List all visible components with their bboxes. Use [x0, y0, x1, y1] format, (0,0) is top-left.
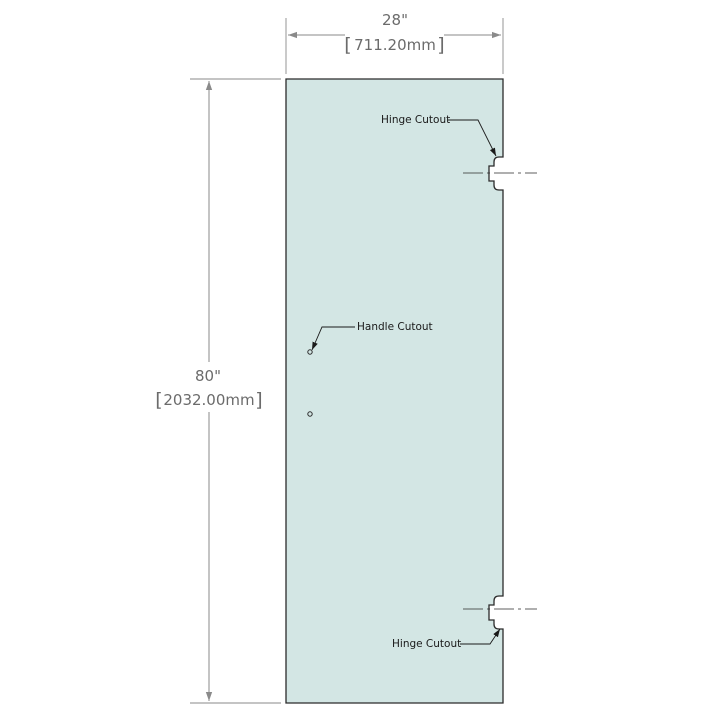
callout-hinge-bottom: Hinge Cutout	[392, 628, 501, 650]
width-bracket-open: [	[344, 34, 351, 56]
height-bracket-close: ]	[255, 389, 262, 411]
width-mm-label: 711.20mm	[354, 36, 436, 54]
height-bracket-open: [	[155, 389, 162, 411]
callout-handle: Handle Cutout	[311, 321, 433, 351]
height-dimension: 80" [ 2032.00mm ]	[155, 78, 281, 704]
handle-hole-lower	[307, 411, 313, 417]
callout-hinge-top-label: Hinge Cutout	[381, 114, 450, 126]
width-dimension: 28" [ 711.20mm ]	[285, 11, 504, 74]
width-bracket-close: ]	[437, 34, 444, 56]
width-inches-label: 28"	[382, 11, 408, 29]
glass-panel	[285, 78, 504, 704]
callout-handle-label: Handle Cutout	[357, 321, 433, 333]
callout-hinge-bottom-label: Hinge Cutout	[392, 638, 461, 650]
height-inches-label: 80"	[195, 367, 221, 385]
height-mm-label: 2032.00mm	[163, 391, 254, 409]
handle-hole-upper	[307, 349, 313, 355]
callout-hinge-top: Hinge Cutout	[381, 114, 497, 157]
